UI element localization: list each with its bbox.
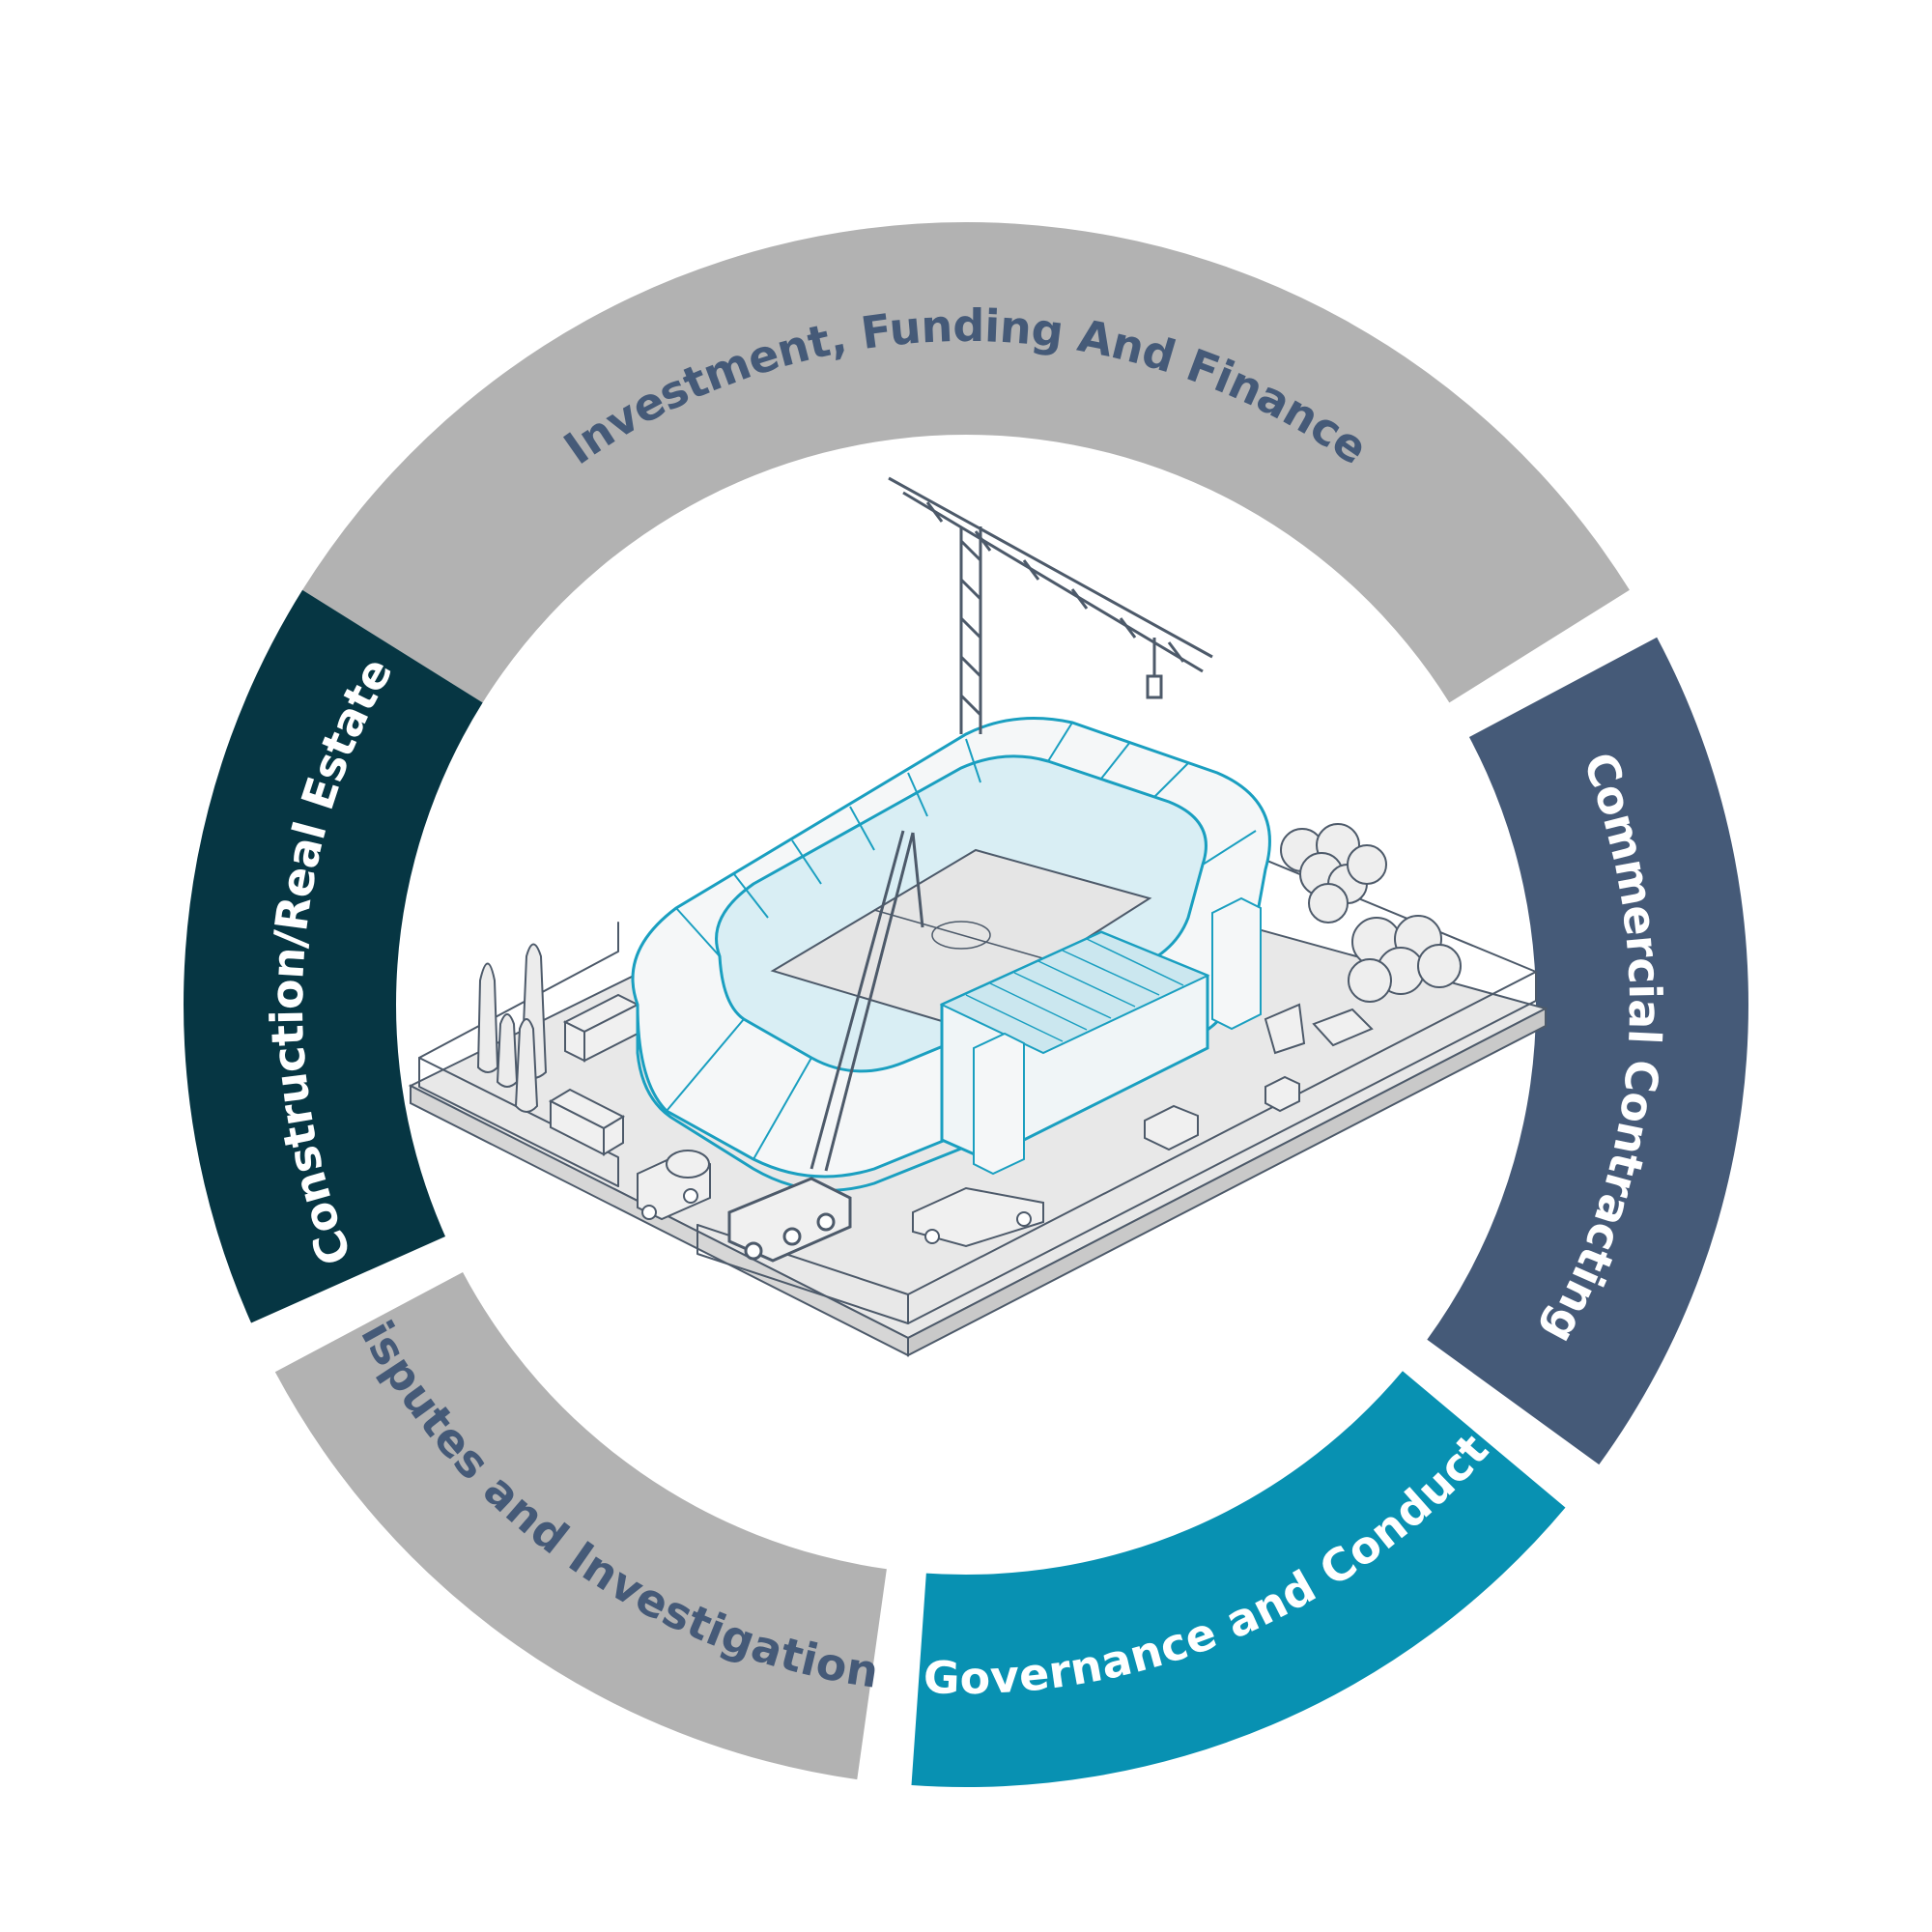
segment-construction-band: [183, 589, 483, 1323]
segment-governance: Governance and Conduct: [911, 1371, 1566, 1787]
tower-crane: [888, 476, 1213, 734]
site-cabins: [548, 993, 640, 1156]
segment-commercial: Commercial Contracting: [1427, 637, 1748, 1465]
trees-left: [476, 943, 548, 1113]
construction-vehicles: [637, 1003, 1374, 1248]
segment-investment-band: [302, 221, 1630, 703]
segment-disputes-band: [274, 1271, 887, 1780]
mobile-crane: [727, 830, 924, 1263]
stadium: [631, 717, 1271, 1192]
segment-construction: Construction/Real Estate: [183, 589, 483, 1323]
trees-right: [1280, 823, 1462, 1003]
stadium-construction-illustration: [408, 476, 1548, 1357]
segment-commercial-band: [1427, 637, 1748, 1465]
segment-governance-band: [911, 1371, 1566, 1787]
segment-investment: Investment, Funding And Finance: [302, 221, 1630, 703]
